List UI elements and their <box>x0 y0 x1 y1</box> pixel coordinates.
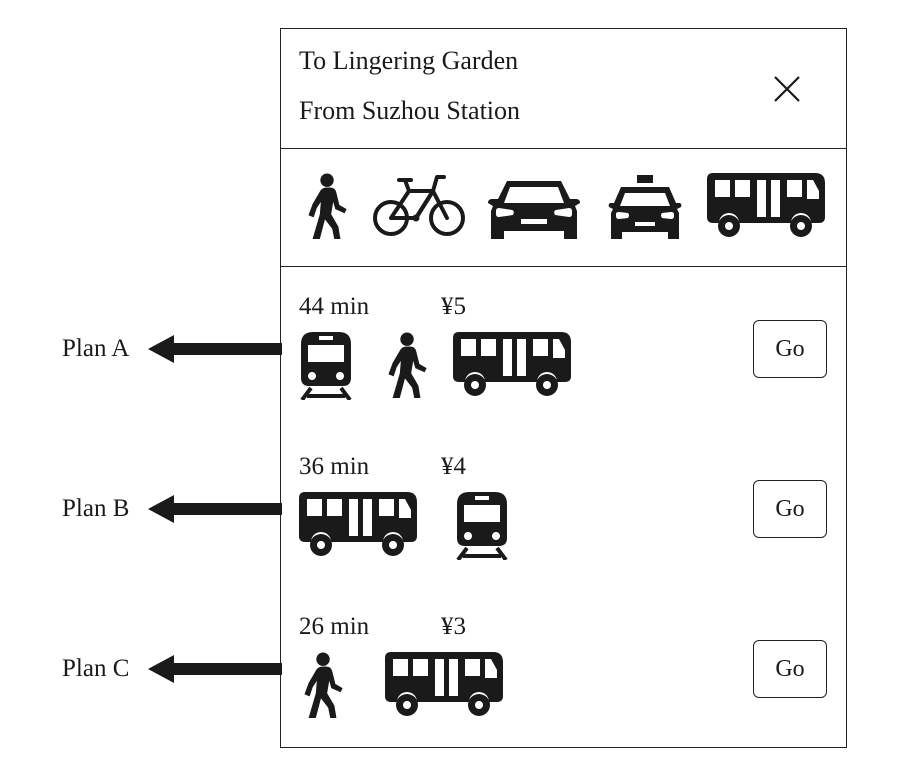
arrow-left-icon <box>148 655 282 683</box>
plan-time: 36 min <box>299 453 370 480</box>
bus-icon[interactable] <box>707 173 825 239</box>
plan-price: ¥3 <box>441 613 466 640</box>
car-icon[interactable] <box>487 175 581 239</box>
go-button-a[interactable]: Go <box>753 320 827 378</box>
destination-text: To Lingering Garden <box>299 46 519 75</box>
route-header: To Lingering Garden From Suzhou Station <box>281 29 846 149</box>
train-icon <box>299 332 353 400</box>
arrow-left-icon <box>148 335 282 363</box>
plan-label-c: Plan C <box>62 655 130 682</box>
route-panel: To Lingering Garden From Suzhou Station … <box>280 28 847 748</box>
bus-icon <box>299 492 417 558</box>
plan-label-a: Plan A <box>62 335 130 362</box>
plan-time: 44 min <box>299 293 370 320</box>
train-icon <box>455 492 509 560</box>
go-button-b[interactable]: Go <box>753 480 827 538</box>
taxi-icon[interactable] <box>607 175 683 239</box>
origin-text: From Suzhou Station <box>299 96 521 125</box>
transport-mode-bar <box>281 149 846 267</box>
arrow-left-icon <box>148 495 282 523</box>
bus-icon <box>453 332 571 398</box>
plan-price: ¥5 <box>441 293 466 320</box>
plan-row-a: 44 min ¥5 Go <box>281 292 846 432</box>
walk-icon <box>385 332 427 398</box>
bike-icon[interactable] <box>373 171 465 237</box>
bus-icon <box>385 652 503 718</box>
plan-row-b: 36 min ¥4 Go <box>281 452 846 592</box>
plan-row-c: 26 min ¥3 Go <box>281 612 846 752</box>
go-button-c[interactable]: Go <box>753 640 827 698</box>
walk-icon[interactable] <box>305 173 347 239</box>
plan-label-b: Plan B <box>62 495 130 522</box>
close-icon[interactable] <box>771 73 803 105</box>
walk-icon <box>301 652 343 718</box>
plan-time: 26 min <box>299 613 370 640</box>
plan-price: ¥4 <box>441 453 466 480</box>
